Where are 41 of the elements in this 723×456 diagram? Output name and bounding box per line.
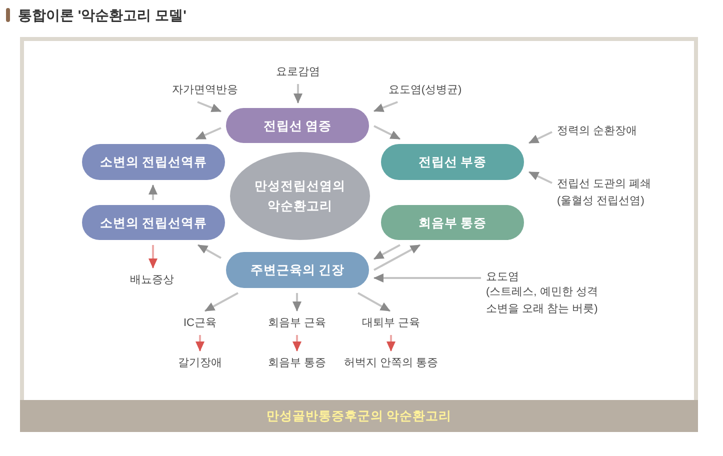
arrow	[358, 292, 390, 312]
node-label: 전립선 도관의 폐쇄 (울혈성 전립선염)	[557, 176, 653, 210]
node-label: 배뇨증상	[130, 273, 174, 287]
page-title: 통합이론 '악순환고리 모델'	[18, 6, 186, 25]
arrow	[528, 131, 552, 144]
node-label: 회음부 통증	[268, 356, 326, 370]
node-label: 요도염	[486, 270, 519, 284]
arrow	[374, 244, 400, 260]
node-label: 대퇴부 근육	[362, 316, 420, 330]
arrow	[374, 274, 481, 282]
pill-box: 전립선 염증	[226, 108, 369, 143]
arrow	[148, 184, 158, 200]
arrow	[196, 127, 222, 140]
node-label: 정력의 순환장애	[557, 124, 638, 138]
arrow	[204, 292, 238, 312]
node-label: 갈기장애	[178, 356, 222, 370]
pill-box: 소변의 전립선역류	[82, 205, 225, 240]
arrow	[292, 293, 302, 312]
pill-box: 회음부 통증	[381, 205, 524, 240]
node-label: 자가면역반응	[172, 83, 238, 97]
arrow	[374, 101, 398, 112]
pill-box: 주변근육의 긴장	[226, 252, 369, 288]
arrow	[374, 244, 420, 271]
arrow	[148, 245, 158, 268]
arrow	[197, 101, 222, 112]
footer-band: 만성골반통증후군의 악순환고리	[20, 400, 698, 432]
arrow	[386, 335, 396, 352]
node-label: IC근육	[184, 316, 216, 330]
node-label: 요도염(성병균)	[388, 83, 462, 97]
pill-box: 소변의 전립선역류	[82, 144, 225, 180]
arrow	[198, 244, 222, 259]
arrow	[294, 84, 302, 104]
arrow	[374, 125, 400, 140]
arrow	[292, 335, 302, 352]
node-label: 허벅지 안쪽의 통증	[344, 356, 438, 370]
node-label: 회음부 근육	[268, 316, 326, 330]
arrow	[196, 335, 204, 352]
node-label: 요로감염	[276, 65, 320, 79]
node-label: (스트레스, 예민한 성격 소변을 오래 참는 버릇)	[486, 285, 599, 317]
pill-box: 전립선 부종	[381, 144, 524, 180]
arrow	[528, 171, 552, 184]
